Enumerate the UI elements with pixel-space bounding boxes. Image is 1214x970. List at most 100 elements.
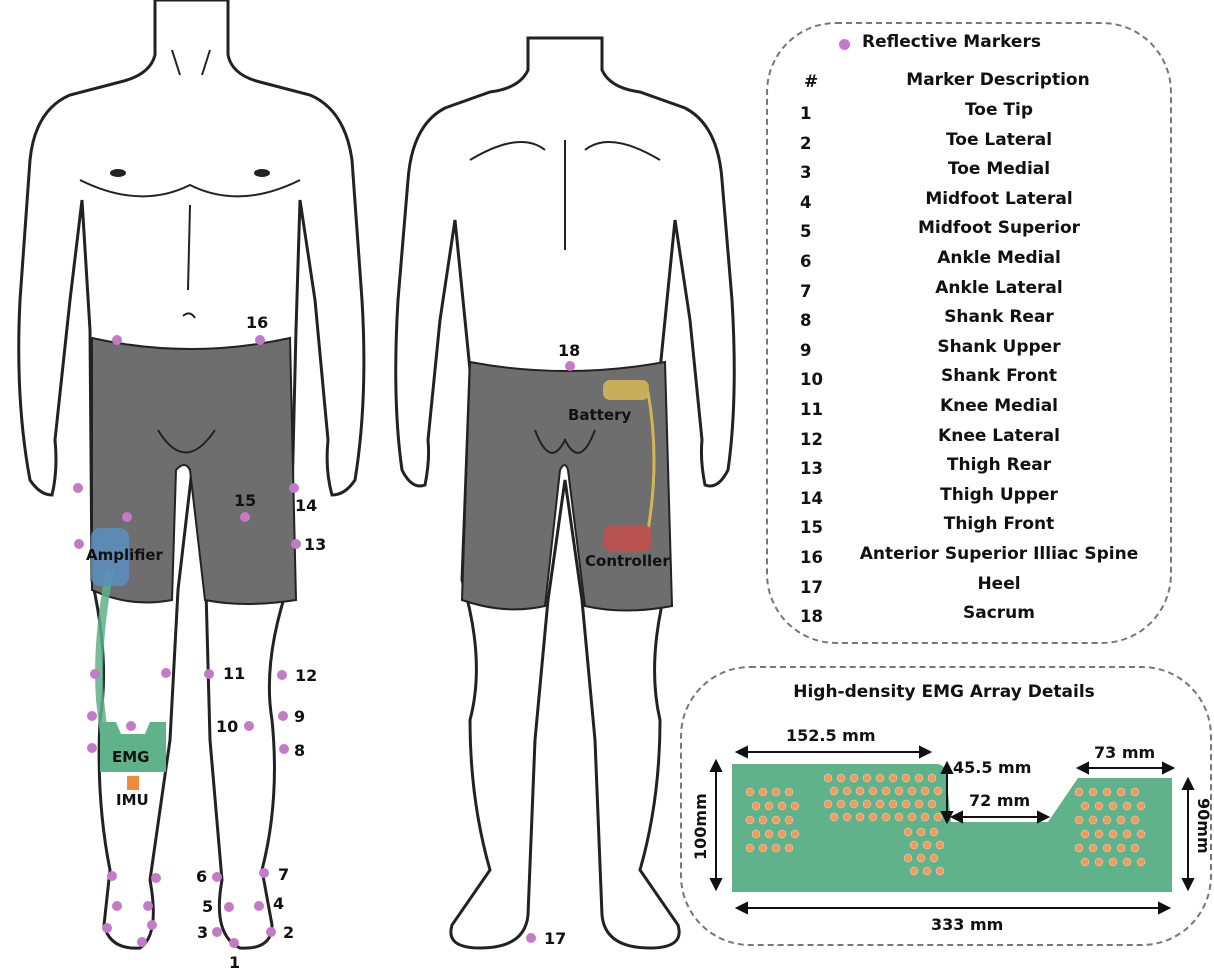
marker-dot (74, 539, 84, 549)
marker-label-15: 15 (234, 491, 256, 510)
marker-dot (224, 902, 234, 912)
table-row: 7 Ankle Lateral (790, 276, 1150, 306)
battery-label: Battery (568, 406, 631, 424)
marker-dot (289, 483, 299, 493)
table-row: 17Heel (790, 572, 1150, 602)
table-row: 9Shank Upper (790, 335, 1150, 365)
marker-number: 8 (800, 311, 811, 330)
emg-array-title: High-density EMG Array Details (680, 682, 1208, 702)
table-row: 13 Thigh Rear (790, 453, 1150, 483)
marker-description: Midfoot Lateral (856, 189, 1142, 209)
marker-dot (565, 361, 575, 371)
marker-number: 1 (800, 104, 811, 123)
marker-dot (229, 938, 239, 948)
marker-description: Shank Rear (856, 307, 1142, 327)
marker-label-8: 8 (294, 741, 305, 760)
marker-description: Shank Front (856, 366, 1142, 386)
marker-dot (278, 711, 288, 721)
marker-dot (137, 937, 147, 947)
marker-description: Thigh Rear (856, 455, 1142, 475)
marker-table-rows: 1Toe Tip2Toe Lateral3Toe Medial4Midfoot … (790, 98, 1150, 631)
marker-dot (90, 669, 100, 679)
marker-number: 4 (800, 193, 811, 212)
marker-label-3: 3 (197, 923, 208, 942)
marker-dot (112, 335, 122, 345)
table-row: 18 Sacrum (790, 601, 1150, 631)
marker-number: 3 (800, 163, 811, 182)
imu-label: IMU (116, 791, 149, 809)
marker-number: 16 (800, 548, 823, 567)
marker-description: Ankle Medial (856, 248, 1142, 268)
table-header-number: # (804, 72, 818, 92)
marker-number: 11 (800, 400, 823, 419)
marker-label-16: 16 (246, 313, 268, 332)
controller-box (604, 525, 652, 551)
marker-dot (102, 923, 112, 933)
marker-number: 15 (800, 518, 823, 537)
marker-description: Sacrum (856, 603, 1142, 623)
marker-description: Thigh Upper (856, 485, 1142, 505)
marker-number: 13 (800, 459, 823, 478)
emg-label: EMG (112, 748, 150, 766)
table-row: 14 Thigh Upper (790, 483, 1150, 513)
marker-dot (255, 335, 265, 345)
marker-dot (259, 868, 269, 878)
marker-label-4: 4 (273, 894, 284, 913)
marker-dot (151, 873, 161, 883)
table-row: 5Midfoot Superior (790, 216, 1150, 246)
marker-number: 5 (800, 222, 811, 241)
marker-dot (526, 933, 536, 943)
marker-number: 9 (800, 341, 811, 360)
marker-description: Anterior Superior Illiac Spine (856, 544, 1142, 564)
marker-dot (291, 539, 301, 549)
marker-dot (143, 901, 153, 911)
marker-label-2: 2 (283, 923, 294, 942)
marker-dot (240, 512, 250, 522)
marker-number: 10 (800, 370, 823, 389)
table-row: 11Knee Medial (790, 394, 1150, 424)
marker-dot (266, 927, 276, 937)
marker-label-14: 14 (295, 496, 317, 515)
table-header-description: Marker Description (860, 70, 1136, 90)
marker-label-13: 13 (304, 535, 326, 554)
marker-description: Toe Medial (856, 159, 1142, 179)
marker-dot (126, 721, 136, 731)
marker-dot (212, 872, 222, 882)
marker-dot (112, 901, 122, 911)
marker-dot (277, 670, 287, 680)
marker-description: Knee Lateral (856, 426, 1142, 446)
marker-label-1: 1 (229, 953, 240, 970)
marker-label-9: 9 (294, 707, 305, 726)
amplifier-label: Amplifier (86, 546, 164, 564)
emg-array-panel (680, 666, 1212, 946)
marker-dot (87, 743, 97, 753)
marker-dot (161, 668, 171, 678)
marker-dot (244, 721, 254, 731)
marker-dot (87, 711, 97, 721)
reflective-marker-legend-dot (839, 39, 850, 50)
marker-dot (204, 669, 214, 679)
marker-label-7: 7 (278, 865, 289, 884)
marker-label-5: 5 (202, 897, 213, 916)
marker-dot (73, 483, 83, 493)
marker-number: 18 (800, 607, 823, 626)
table-row: 12 Knee Lateral (790, 424, 1150, 454)
marker-description: Thigh Front (856, 514, 1142, 534)
table-row: 3 Toe Medial (790, 157, 1150, 187)
marker-number: 14 (800, 489, 823, 508)
battery-box (603, 380, 649, 400)
marker-number: 12 (800, 430, 823, 449)
marker-number: 17 (800, 578, 823, 597)
marker-description: Toe Lateral (856, 130, 1142, 150)
marker-description: Ankle Lateral (856, 278, 1142, 298)
marker-dot (254, 901, 264, 911)
table-row: 15 Thigh Front (790, 512, 1150, 542)
controller-label: Controller (585, 552, 670, 570)
table-row: 10 Shank Front (790, 364, 1150, 394)
imu-sensor (127, 776, 139, 790)
marker-dot (147, 920, 157, 930)
marker-label-11: 11 (223, 664, 245, 683)
marker-number: 7 (800, 282, 811, 301)
